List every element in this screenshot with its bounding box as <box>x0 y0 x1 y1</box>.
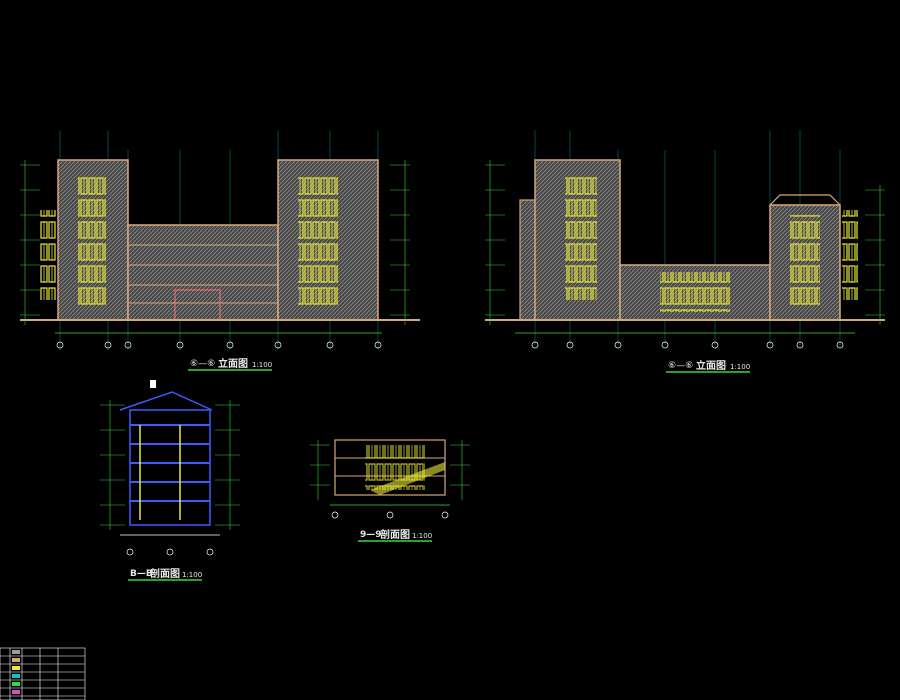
right-elev-middle-windows <box>660 272 730 312</box>
section-99-drawing: 9—9 剖面图 1:100 <box>310 439 470 542</box>
section-bb-scale: 1:100 <box>182 571 202 579</box>
section-99-ramp <box>370 462 445 495</box>
section-bb-floors <box>130 424 210 502</box>
middle-block-floors <box>128 244 278 304</box>
right-tower-windows <box>298 175 338 305</box>
right-elevation-scale: 1:100 <box>730 363 750 371</box>
section-99-grid-bubbles <box>331 511 449 519</box>
left-elevation-title-text: 立面图 <box>218 357 248 370</box>
left-elevation-title-marks: ⑥—⑥ <box>190 359 215 369</box>
left-tower-windows <box>78 175 106 305</box>
section-bb-grid-bubbles <box>126 548 214 556</box>
left-elevation-grid-bubbles <box>56 341 382 349</box>
middle-block-facade <box>127 224 279 321</box>
right-elevation-level-marks <box>485 160 885 325</box>
legend-table <box>0 647 86 700</box>
section-bb-outline <box>129 409 211 526</box>
right-elevation-drawing: ⑥—⑥ 立面图 1:100 <box>485 130 885 373</box>
section-99-title: 9—9 剖面图 1:100 <box>358 528 432 542</box>
section-bb-level-marks <box>100 400 240 530</box>
left-side-windows <box>40 210 56 300</box>
section-bb-title: B—B 剖面图 1:100 <box>128 567 202 581</box>
left-elevation-scale: 1:100 <box>252 361 272 369</box>
right-elev-tower-windows <box>790 215 820 305</box>
right-elev-tall-windows <box>565 175 597 300</box>
section-99-scale: 1:100 <box>412 532 432 540</box>
legend-table-swatches <box>12 650 20 694</box>
right-elev-side-windows <box>842 210 858 300</box>
section-bb-roof <box>119 391 213 411</box>
section-bb-title-text: 剖面图 <box>150 567 180 580</box>
section-bb-roof-marker <box>150 380 156 388</box>
left-elevation-title: ⑥—⑥ 立面图 1:100 <box>188 357 272 371</box>
left-elevation-level-marks <box>20 160 410 325</box>
section-bb-title-marks: B—B <box>130 569 153 579</box>
section-bb-drawing: B—B 剖面图 1:100 <box>100 380 240 581</box>
section-bb-columns <box>139 425 181 520</box>
right-elevation-title-text: 立面图 <box>696 359 726 372</box>
right-elevation-grid-bubbles <box>531 341 844 349</box>
section-99-title-text: 剖面图 <box>380 528 410 541</box>
right-elevation-title: ⑥—⑥ 立面图 1:100 <box>666 359 750 373</box>
left-elevation-drawing: ⑥—⑥ 立面图 1:100 <box>20 130 420 371</box>
section-99-level-marks <box>310 440 470 500</box>
section-99-title-marks: 9—9 <box>360 530 382 540</box>
right-elev-tower-crown <box>769 194 841 206</box>
right-elevation-title-marks: ⑥—⑥ <box>668 361 693 371</box>
